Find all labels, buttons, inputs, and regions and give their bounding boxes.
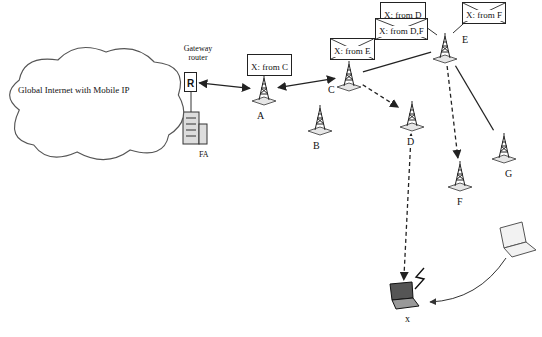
base-station: E [433,32,457,64]
box-text: X: from C [251,62,288,73]
cross-stroke [463,3,505,23]
base-station: F [448,160,472,192]
movement-arrow [430,258,506,302]
box-text: X: from F [466,10,502,21]
link-connector [455,66,493,131]
fa-label: FA [199,150,219,159]
station-letter: B [312,140,321,151]
cross-stroke [463,3,505,23]
leader-lines [264,16,472,74]
cloud-outline [0,40,188,165]
gateway-label: Gateway router [176,44,220,62]
box-text: X: from E [334,46,371,57]
table-entry-box: X: from D,F [375,18,428,40]
tower-icon [433,32,457,64]
link-connector [447,66,458,158]
base-station: G [492,132,516,164]
other-laptop [500,222,536,257]
tower-icon [308,104,332,136]
laptop-keyboard [392,298,419,309]
router-box: R [184,72,197,92]
tower-icon [252,74,276,106]
link-connector [363,85,399,108]
base-station: A [252,74,276,106]
tower-platform [252,97,276,105]
fa-building [183,87,207,144]
internet-cloud: Global Internet with Mobile IP [0,40,188,165]
tower-platform [400,123,424,131]
tower-icon [400,100,424,132]
tower-platform [492,155,516,163]
base-station: B [308,104,332,136]
cloud-shape [10,48,184,160]
tower-platform [337,83,361,91]
base-station: D [400,100,424,132]
tower-lattice [407,101,417,126]
station-letter: A [256,110,265,121]
tower-icon [448,160,472,192]
station-letter: G [504,168,513,179]
tower-platform [308,127,332,135]
station-letter: C [327,84,336,95]
tower-lattice [259,75,269,100]
base-station: C [337,60,361,92]
tower-platform [433,55,457,63]
link-connector [404,134,411,280]
cloud-label: Global Internet with Mobile IP [18,85,178,96]
tower-lattice [315,105,325,130]
cross-stroke [331,39,374,59]
laptop-icon [386,282,420,310]
tower-platform [448,183,472,191]
lightning-symbol [415,268,424,289]
box-text: X: from D,F [379,26,424,37]
link-connector [199,83,250,89]
tower-lattice [455,161,465,186]
table-entry-box: X: from E [330,38,375,60]
table-entry-box: X: from C [247,54,292,76]
laptop-screen [390,282,413,300]
box-text: R [187,78,194,89]
tower-icon [337,60,361,92]
station-letter: x [404,313,411,324]
cross-stroke [331,39,374,59]
tower-icon [492,132,516,164]
station-letter: D [406,136,415,147]
tower-lattice [344,61,354,86]
tower-lattice [499,133,509,158]
station-letter: F [456,196,464,207]
cross-stroke [376,19,427,39]
tower-lattice [440,33,450,58]
table-entry-box: X: from F [462,2,506,24]
cross-stroke [376,19,427,39]
station-letter: E [461,34,469,45]
mobile-host: x [386,282,420,310]
